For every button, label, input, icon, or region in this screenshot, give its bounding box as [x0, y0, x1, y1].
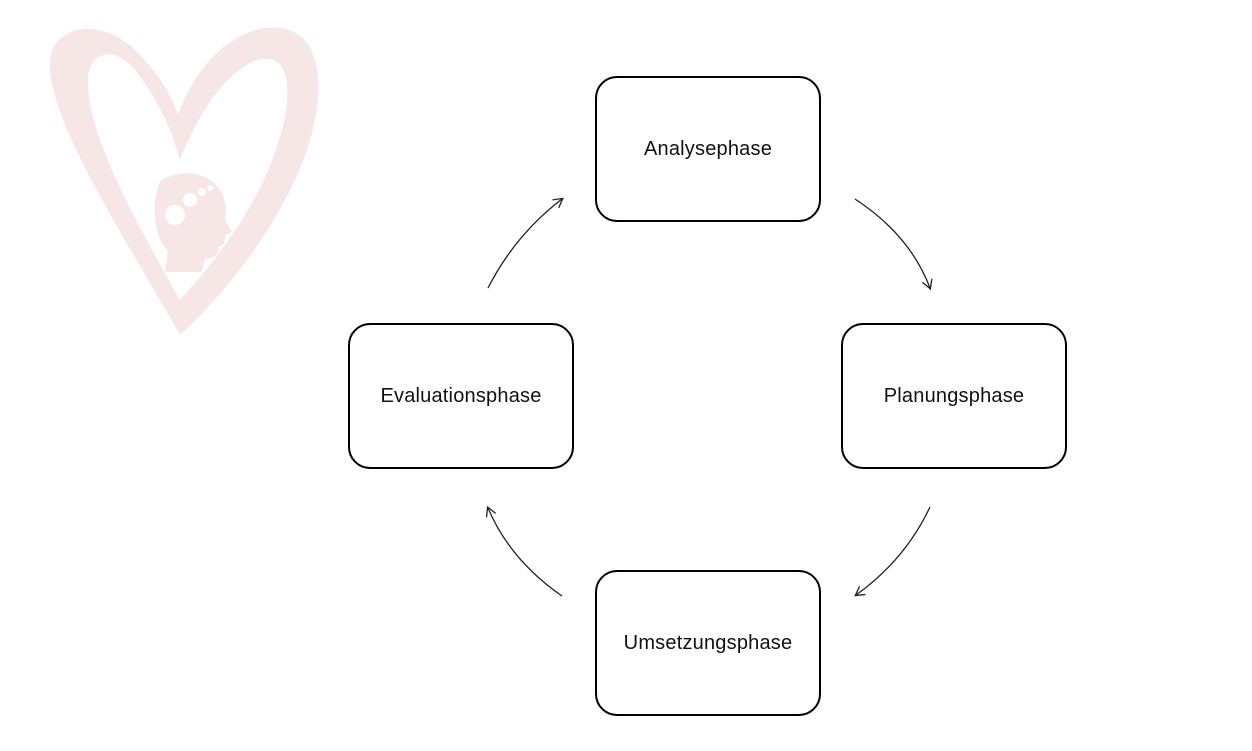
node-label: Umsetzungsphase — [623, 631, 793, 654]
node-label: Evaluationsphase — [380, 384, 542, 407]
heart-logo-watermark — [49, 27, 319, 336]
gears-icon — [165, 185, 213, 225]
node-umsetzungsphase: Umsetzungsphase — [595, 570, 821, 716]
node-analysephase: Analysephase — [595, 76, 821, 222]
node-label: Planungsphase — [883, 384, 1025, 407]
arrow-umsetzung-to-evaluation — [485, 505, 563, 597]
head-silhouette-icon — [154, 173, 232, 272]
arrow-evaluation-to-analyse — [487, 197, 564, 289]
heart-icon — [49, 27, 319, 336]
arrow-analyse-to-planung — [854, 198, 933, 291]
node-evaluationsphase: Evaluationsphase — [348, 323, 574, 469]
arrow-planung-to-umsetzung — [854, 506, 931, 597]
node-planungsphase: Planungsphase — [841, 323, 1067, 469]
node-label: Analysephase — [643, 137, 773, 160]
